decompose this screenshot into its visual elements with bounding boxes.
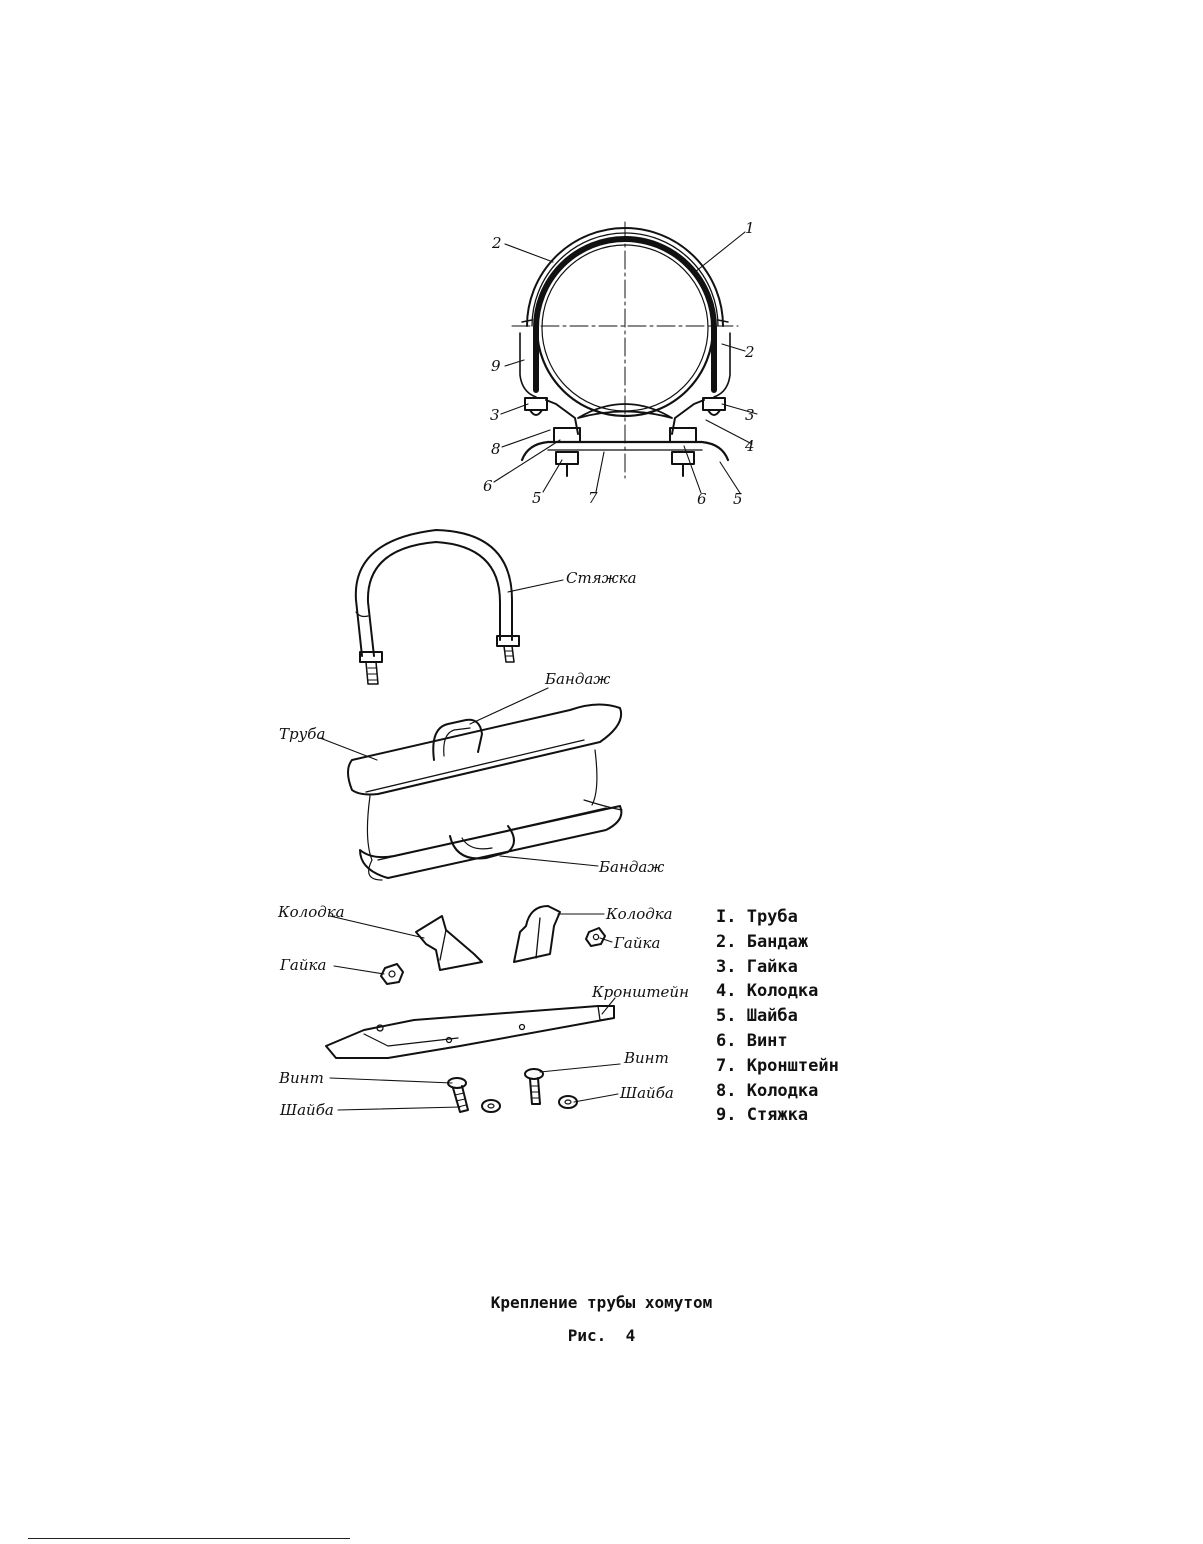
washer-left-part xyxy=(481,1099,501,1113)
label-truba: Труба xyxy=(279,725,325,743)
label-gaika-right: Гайка xyxy=(613,934,660,952)
legend-item: 4. Колодка xyxy=(716,981,819,1002)
legend-item: 5. Шайба xyxy=(716,1006,798,1027)
callout-2-right: 2 xyxy=(744,343,755,361)
callout-6-right: 6 xyxy=(697,490,707,508)
washer-5-left xyxy=(555,451,579,465)
shoe-left-part xyxy=(415,915,483,971)
label-styazhka: Стяжка xyxy=(566,569,637,587)
callout-6-left: 6 xyxy=(483,477,493,495)
legend-item: 2. Бандаж xyxy=(716,931,809,952)
bandage-left-lower xyxy=(519,332,537,398)
exploded-leaders xyxy=(319,579,621,1111)
shoe-8 xyxy=(545,399,579,435)
callout-1: 1 xyxy=(745,219,755,237)
section-callouts: 2 1 2 9 3 3 8 4 6 5 7 6 5 xyxy=(483,219,755,508)
screw-6-left-head xyxy=(553,427,581,443)
bandage-right-lower xyxy=(713,332,731,398)
label-gaika-left: Гайка xyxy=(279,956,326,974)
legend-item: 9. Стяжка xyxy=(716,1105,809,1126)
section-leaders xyxy=(493,231,758,494)
parts-legend: I. Труба 2. Бандаж 3. Гайка 4. Колодка 5… xyxy=(716,905,839,1128)
bandage-2-inner xyxy=(531,232,719,327)
footnote-rule xyxy=(28,1538,350,1539)
shoe-4 xyxy=(671,399,705,435)
callout-8: 8 xyxy=(491,440,501,458)
nut-3-right xyxy=(702,397,726,411)
bandage-lower xyxy=(449,825,515,860)
bracket-part xyxy=(325,1005,615,1059)
label-kolodka-right: Колодка xyxy=(605,905,673,923)
callout-3-right: 3 xyxy=(745,406,755,424)
callout-7: 7 xyxy=(588,489,598,507)
strap-nut-right xyxy=(496,635,520,647)
callout-9: 9 xyxy=(491,357,501,375)
label-kolodka-left: Колодка xyxy=(277,903,345,921)
washer-5-right xyxy=(671,451,695,465)
callout-2-top: 2 xyxy=(491,234,502,252)
figure-title: Крепление трубы хомутом xyxy=(490,1293,713,1312)
label-vint-right: Винт xyxy=(623,1049,669,1067)
legend-item: 6. Винт xyxy=(716,1030,788,1051)
label-shaiba-left: Шайба xyxy=(279,1101,334,1119)
nut-right-part xyxy=(585,927,606,947)
pipe-inner-circle xyxy=(541,244,709,412)
label-vint-left: Винт xyxy=(278,1069,324,1087)
callout-3-left: 3 xyxy=(490,406,500,424)
legend-item: I. Труба xyxy=(716,907,798,927)
strap-9 xyxy=(533,236,717,393)
strap-part xyxy=(354,529,520,685)
screw-6-right-head xyxy=(669,427,697,443)
label-bandazh-bottom: Бандаж xyxy=(598,858,664,876)
nut-left-part xyxy=(380,963,404,985)
callout-5-left: 5 xyxy=(532,489,542,507)
figure-number: Рис. 4 xyxy=(567,1326,636,1345)
nut-3-left xyxy=(524,397,548,411)
saddle xyxy=(577,403,673,419)
pipe-part xyxy=(347,703,623,881)
legend-item: 8. Колодка xyxy=(716,1080,819,1101)
callout-4: 4 xyxy=(744,437,755,455)
shoe-right-part xyxy=(513,905,561,963)
pipe-section-view xyxy=(493,221,758,494)
exploded-labels: Стяжка Бандаж Труба Бандаж Колодка Колод… xyxy=(277,569,689,1119)
label-kronshtein: Кронштейн xyxy=(591,983,689,1001)
label-bandazh-top: Бандаж xyxy=(544,670,610,688)
legend-item: 3. Гайка xyxy=(716,956,798,977)
bandage-2-outer xyxy=(526,227,724,327)
callout-5-right: 5 xyxy=(733,490,743,508)
legend-item: 7. Кронштейн xyxy=(716,1055,839,1076)
screw-right-part xyxy=(524,1068,544,1105)
bandage-upper xyxy=(432,718,483,761)
bracket-7 xyxy=(520,440,730,462)
strap-nut-left xyxy=(359,651,383,663)
label-shaiba-right: Шайба xyxy=(619,1084,674,1102)
